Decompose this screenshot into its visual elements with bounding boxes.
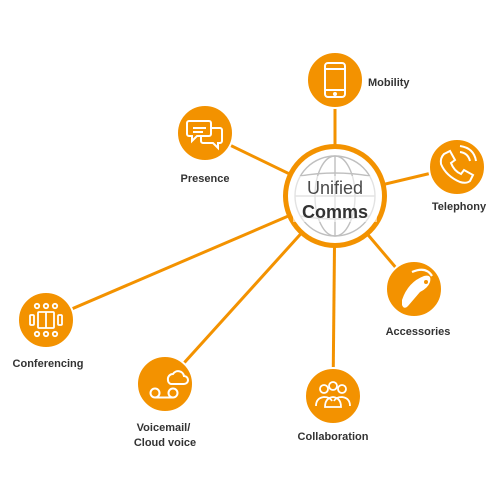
mobile-phone-icon [324, 62, 346, 98]
connectors [45, 108, 458, 397]
node-conferencing: Conferencing [13, 291, 84, 370]
node-accessories: Accessories [385, 260, 451, 338]
conference-table-icon [29, 302, 63, 338]
center-title-line1: Unified [307, 178, 363, 198]
center-title-line2: Comms [302, 202, 368, 222]
people-group-icon [315, 381, 351, 408]
voicemail-cloud-icon [149, 370, 189, 399]
connector-conferencing [45, 194, 336, 322]
node-presence: Presence [176, 104, 234, 185]
node-label-presence: Presence [181, 173, 230, 185]
node-label-conferencing: Conferencing [13, 358, 84, 370]
node-label-accessories: Accessories [386, 326, 451, 338]
headset-icon [402, 268, 433, 308]
node-label-collaboration: Collaboration [298, 431, 369, 443]
chat-bubbles-icon [186, 120, 223, 151]
node-telephony: Telephony [428, 138, 487, 213]
phone-handset-icon [439, 145, 477, 184]
node-voicemail: Voicemail/ Cloud voice [134, 355, 196, 449]
node-label-telephony: Telephony [432, 201, 487, 213]
node-mobility: Mobility [306, 51, 410, 109]
node-collaboration: Collaboration [298, 367, 369, 443]
center-hub: Unified Comms [283, 144, 387, 248]
node-label-mobility: Mobility [368, 77, 410, 89]
node-label-voicemail: Voicemail/ Cloud voice [134, 422, 196, 449]
